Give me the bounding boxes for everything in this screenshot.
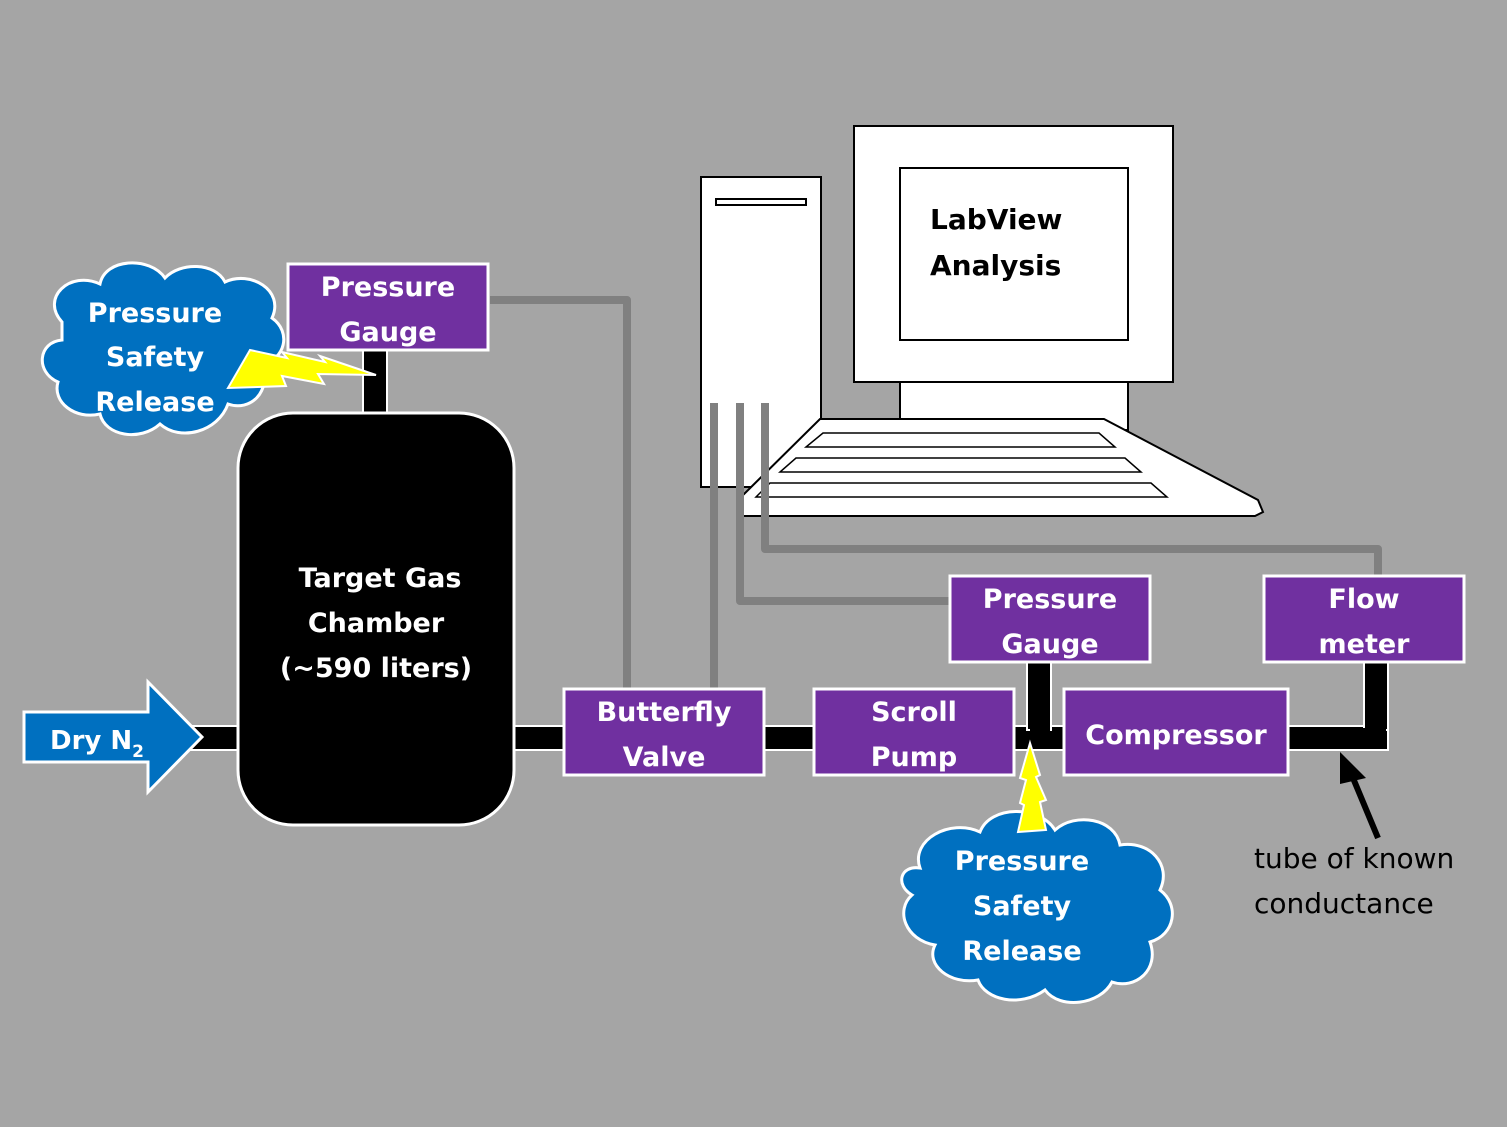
safety-left-line2: Safety [106, 342, 205, 373]
gauge-top-line1: Pressure [321, 272, 455, 303]
safety-bottom-line1: Pressure [955, 846, 1089, 877]
dry-n2-arrow-icon [22, 678, 205, 796]
wire-gauge-right [736, 403, 952, 605]
annotation-line1: tube of known [1254, 842, 1454, 875]
flow-meter-line2: meter [1319, 629, 1411, 660]
wire-gauge-top [490, 296, 631, 690]
gauge-top-line2: Gauge [339, 317, 436, 348]
signal-wires [490, 296, 1382, 690]
target-gas-chamber[interactable] [236, 411, 516, 827]
annotation-line2: conductance [1254, 887, 1434, 920]
wire-flow-meter [761, 403, 1382, 577]
chamber-line1: Target Gas [299, 563, 462, 594]
pressure-gauge-top[interactable] [286, 262, 490, 352]
safety-left-line1: Pressure [88, 298, 222, 329]
butterfly-valve[interactable] [562, 687, 766, 777]
butterfly-line2: Valve [623, 742, 706, 773]
keyboard-icon [736, 418, 1265, 517]
screen-text-line1: LabView [930, 203, 1062, 236]
safety-left-line3: Release [95, 387, 214, 418]
annotation-pointer-arrow-icon [1340, 752, 1381, 840]
gauge-right-line2: Gauge [1001, 629, 1098, 660]
compressor-label: Compressor [1085, 720, 1267, 751]
compressor[interactable] [1062, 687, 1290, 777]
gas-pipes [174, 347, 1389, 751]
chamber-line2: Chamber [308, 608, 445, 639]
lightning-bottom-icon [1016, 739, 1048, 834]
inlet-label: Dry N2 [50, 726, 144, 762]
screen-text-line2: Analysis [930, 249, 1061, 282]
scroll-pump-line2: Pump [871, 742, 957, 773]
gauge-right-line1: Pressure [983, 584, 1117, 615]
safety-bottom-line3: Release [962, 936, 1081, 967]
scroll-pump[interactable] [812, 687, 1016, 777]
computer-monitor-icon [853, 125, 1174, 431]
chamber-line3: (~590 liters) [280, 653, 472, 684]
safety-bottom-line2: Safety [973, 891, 1072, 922]
flow-meter[interactable] [1262, 574, 1466, 664]
flow-meter-line1: Flow [1328, 584, 1399, 615]
scroll-pump-line1: Scroll [871, 697, 957, 728]
butterfly-line1: Butterfly [597, 697, 732, 728]
pressure-gauge-right[interactable] [948, 574, 1152, 664]
lightning-left-icon [226, 348, 377, 390]
